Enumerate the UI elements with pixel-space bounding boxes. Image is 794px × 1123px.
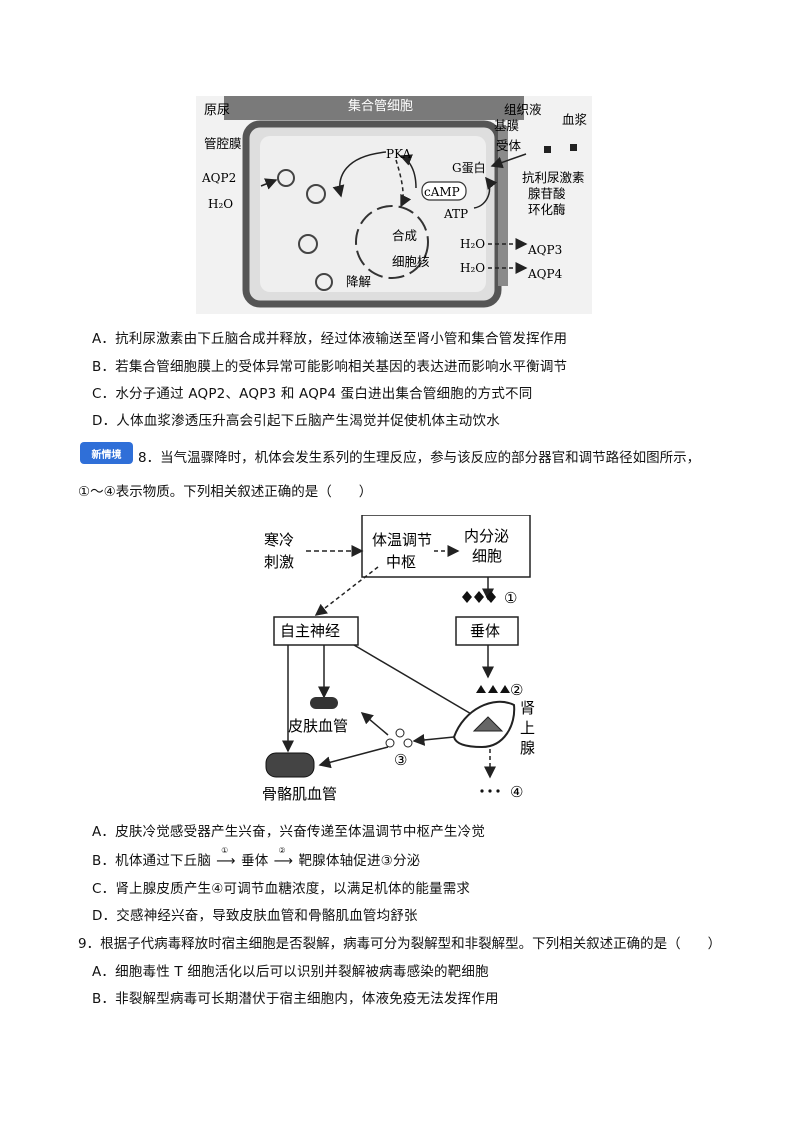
q8-option-a: A．皮肤冷觉感受器产生兴奋，兴奋传递至体温调节中枢产生冷觉	[92, 824, 486, 840]
arrow-2: ②⟶	[273, 846, 294, 869]
label-autonomic: 自主神经	[280, 622, 340, 640]
label-muscle-vessel: 骨骼肌血管	[262, 785, 337, 803]
label-pituitary: 垂体	[470, 622, 500, 640]
q9-option-b: B．非裂解型病毒可长期潜伏于宿主细胞内，体液免疫无法发挥作用	[92, 991, 499, 1007]
q7-option-a: A．抗利尿激素由下丘脑合成并释放，经过体液输送至肾小管和集合管发挥作用	[92, 331, 568, 347]
q8-option-c: C．肾上腺皮质产生④可调节血糖浓度，以满足机体的能量需求	[92, 881, 471, 897]
q7-option-d: D．人体血浆渗透压升高会引起下丘脑产生渴觉并促使机体主动饮水	[92, 413, 500, 429]
label-aqp3: AQP3	[527, 243, 562, 257]
arrow-1-label: ①	[221, 846, 229, 855]
label-jihe: 集合管细胞	[348, 98, 413, 114]
marker-3: ③	[394, 751, 407, 769]
label-skin-vessel: 皮肤血管	[288, 717, 348, 735]
label-h2o-left: H₂O	[208, 197, 233, 211]
q8-option-b-post: 靶腺体轴促进③分泌	[298, 853, 421, 869]
label-center-2: 中枢	[386, 553, 416, 571]
label-gprotein: G蛋白	[452, 160, 486, 175]
figure-collecting-duct-cell: 原尿 集合管细胞 组织液 基膜 血浆 管腔膜 受体 PKA G蛋白 抗利尿激素 …	[196, 96, 592, 314]
label-h2o-r1: H₂O	[460, 237, 485, 251]
label-adh-3: 环化酶	[528, 202, 566, 217]
label-adrenal-1: 肾	[520, 699, 535, 717]
label-pka: PKA	[386, 147, 412, 161]
label-atp: ATP	[443, 207, 468, 221]
label-endocrine-2: 细胞	[472, 547, 502, 565]
q7-option-b: B．若集合管细胞膜上的受体异常可能影响相关基因的表达进而影响水平衡调节	[92, 359, 568, 375]
q9-option-a: A．细胞毒性 T 细胞活化以后可以识别并裂解被病毒感染的靶细胞	[92, 964, 489, 980]
label-yuanniao: 原尿	[204, 103, 230, 118]
label-h2o-r2: H₂O	[460, 261, 485, 275]
figure-thermoregulation: 寒冷 刺激 体温调节 中枢 内分泌 细胞 ① 自主神经 垂体 ② 皮肤血管 肾 …	[258, 514, 538, 805]
q8-stem-line2: ①～④表示物质。下列相关叙述正确的是（ ）	[78, 484, 373, 500]
label-adrenal-3: 腺	[520, 739, 535, 757]
marker-1: ①	[504, 589, 517, 607]
label-camp: cAMP	[424, 185, 460, 199]
label-hecheng: 合成	[392, 228, 417, 243]
label-aqp2: AQP2	[201, 171, 236, 185]
q7-option-c: C．水分子通过 AQP2、AQP3 和 AQP4 蛋白进出集合管细胞的方式不同	[92, 386, 533, 402]
label-jimo: 基膜	[494, 118, 519, 133]
label-hanleng-1: 寒冷	[264, 531, 294, 549]
marker-4: ④	[510, 783, 523, 801]
label-aqp4: AQP4	[527, 267, 563, 281]
label-endocrine-1: 内分泌	[464, 527, 509, 545]
label-xuejiang: 血浆	[562, 112, 588, 127]
arrow-2-label: ②	[278, 846, 286, 855]
label-xibaohe: 细胞核	[392, 254, 430, 269]
label-adh-1: 抗利尿激素	[522, 170, 585, 185]
marker-2: ②	[510, 681, 523, 699]
arrow-1: ①⟶	[216, 846, 236, 869]
label-guanqiangmo: 管腔膜	[204, 136, 242, 151]
label-center-1: 体温调节	[372, 531, 432, 549]
q8-option-d: D．交感神经兴奋，导致皮肤血管和骨骼肌血管均舒张	[92, 908, 418, 924]
label-adh-2: 腺苷酸	[528, 186, 566, 201]
q8-option-b-mid: 垂体	[241, 853, 269, 869]
q9-stem: 9．根据子代病毒释放时宿主细胞是否裂解，病毒可分为裂解型和非裂解型。下列相关叙述…	[78, 936, 722, 952]
label-jiangjie: 降解	[346, 274, 371, 289]
label-adrenal-2: 上	[520, 719, 535, 737]
q8-stem-line1: 8．当气温骤降时，机体会发生系列的生理反应，参与该反应的部分器官和调节路径如图所…	[138, 450, 701, 466]
label-hanleng-2: 刺激	[264, 553, 294, 571]
new-context-badge: 新情境	[80, 442, 133, 464]
q8-option-b-pre: B．机体通过下丘脑	[92, 853, 212, 869]
label-zuzhiye: 组织液	[504, 102, 542, 117]
label-shouti: 受体	[496, 138, 522, 153]
